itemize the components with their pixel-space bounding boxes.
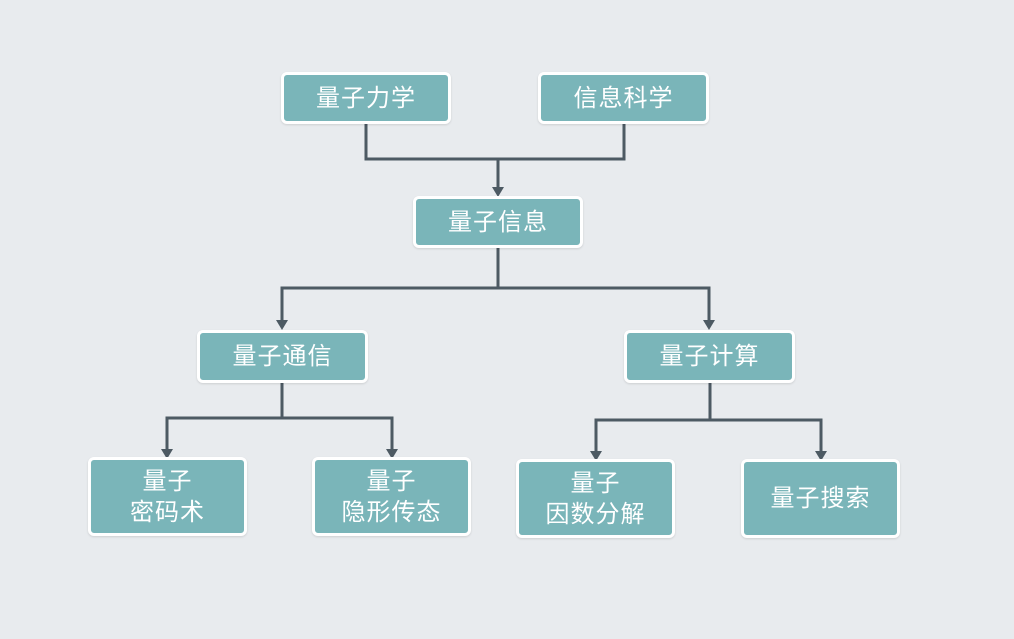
node-label: 量子计算 (659, 342, 760, 370)
node-label: 量子通信 (232, 342, 333, 370)
node-label-line-1: 量子 (142, 466, 193, 495)
edge-mechanics-to-merge (364, 122, 498, 161)
arrowhead-quantum-search (815, 451, 827, 461)
node-label-line-1: 量子 (366, 466, 417, 495)
arrowhead-quantum-factoring (590, 451, 602, 461)
node-label-line-1: 量子 (570, 468, 621, 497)
arrowhead-quantum-computing (703, 320, 715, 330)
edge-computing-to-search (710, 418, 823, 453)
node-quantum-information: 量子信息 (413, 196, 583, 248)
node-label-line-2: 隐形传态 (341, 497, 442, 526)
node-label: 量子信息 (448, 207, 548, 236)
edge-information-to-communication (280, 246, 500, 322)
edge-information-to-computing (498, 286, 711, 322)
edge-communication-to-cryptography (165, 381, 284, 451)
node-quantum-communication: 量子通信 (197, 330, 368, 383)
node-quantum-teleportation: 量子 隐形传态 (312, 457, 471, 536)
edge-computing-to-factoring (594, 381, 712, 453)
node-label: 量子搜索 (770, 484, 871, 512)
node-quantum-cryptography: 量子 密码术 (88, 457, 247, 536)
edge-infoscience-to-merge (498, 122, 626, 161)
node-label-line-2: 因数分解 (545, 499, 646, 528)
node-label: 量子力学 (316, 83, 416, 112)
arrowhead-quantum-teleportation (386, 449, 398, 459)
node-quantum-search: 量子搜索 (741, 459, 900, 538)
node-quantum-computing: 量子计算 (624, 330, 795, 383)
node-label: 信息科学 (573, 83, 674, 112)
node-information-science: 信息科学 (538, 72, 709, 124)
node-quantum-mechanics: 量子力学 (281, 72, 451, 124)
arrowhead-quantum-cryptography (161, 449, 173, 459)
arrowhead-quantum-information (492, 187, 504, 197)
arrowhead-quantum-communication (276, 320, 288, 330)
node-label-line-2: 密码术 (130, 497, 205, 526)
edge-communication-to-teleportation (282, 416, 394, 451)
node-quantum-factoring: 量子 因数分解 (516, 459, 675, 538)
